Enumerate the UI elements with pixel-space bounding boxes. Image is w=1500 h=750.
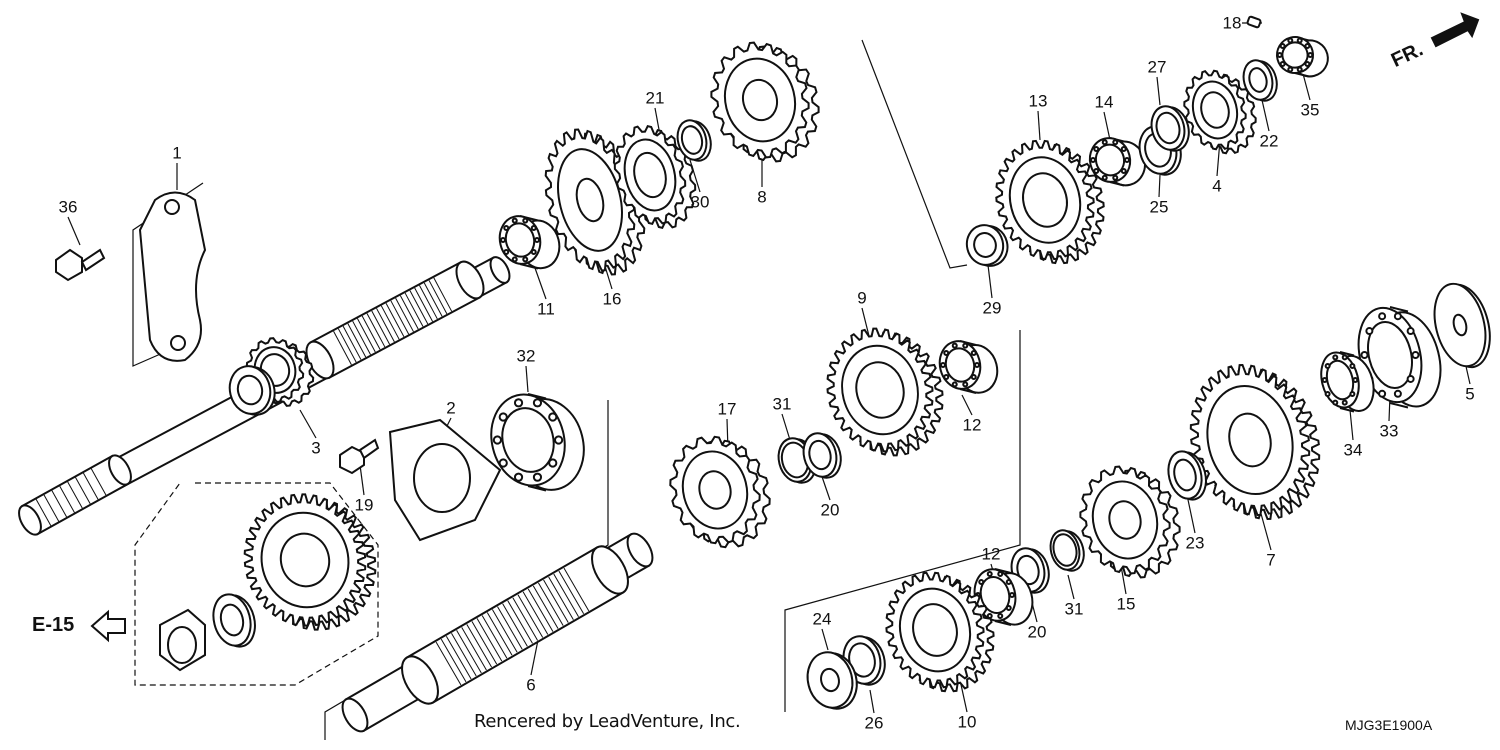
callout-6[interactable]: 6: [526, 675, 536, 695]
bushing-12: [938, 340, 999, 394]
bearing-33: [1357, 306, 1442, 409]
callout-2[interactable]: 2: [446, 398, 456, 418]
callout-15[interactable]: 15: [1116, 594, 1136, 614]
callout-16[interactable]: 16: [602, 289, 622, 309]
diagram-code: MJG3E1900A: [1345, 717, 1433, 733]
callout-36[interactable]: 36: [58, 197, 78, 217]
callout-11[interactable]: 11: [537, 299, 555, 319]
lock-washer-27: [1150, 105, 1190, 152]
mainshaft-spline-section: [305, 260, 485, 380]
washer-e15: [212, 593, 256, 648]
reference-e15-label[interactable]: E-15: [32, 614, 75, 636]
callout-17[interactable]: 17: [717, 399, 737, 419]
callout-4[interactable]: 4: [1212, 176, 1222, 196]
callout-18[interactable]: 18: [1222, 13, 1242, 33]
callout-3[interactable]: 3: [311, 438, 321, 458]
callout-12a[interactable]: 12: [962, 415, 982, 435]
callout-33[interactable]: 33: [1379, 421, 1399, 441]
gear-13: [995, 139, 1105, 265]
gear-8: [710, 41, 820, 163]
callout-26[interactable]: 26: [864, 713, 884, 733]
gear-10: [885, 571, 995, 693]
bolt-36: [55, 248, 106, 282]
bolt-19: [339, 438, 380, 475]
bearing-11: [498, 215, 561, 270]
callout-24[interactable]: 24: [812, 609, 832, 629]
callout-8[interactable]: 8: [757, 187, 767, 207]
gear-9: [826, 327, 944, 457]
lock-nut: [159, 608, 206, 672]
bearing-set-plate-2: [388, 418, 502, 542]
primary-driven-gear: [243, 493, 377, 631]
callout-31a[interactable]: 31: [772, 394, 792, 414]
callout-31b[interactable]: 31: [1064, 599, 1084, 619]
washer-29: [965, 224, 1009, 267]
lock-washer-24: [806, 651, 858, 710]
washer-20: [802, 432, 842, 479]
callout-13[interactable]: 13: [1028, 91, 1048, 111]
gear-21: [613, 125, 697, 229]
callout-21[interactable]: 21: [645, 88, 665, 108]
bearing-32: [490, 393, 585, 492]
callout-20a[interactable]: 20: [820, 500, 840, 520]
callout-29[interactable]: 29: [982, 298, 1002, 318]
dowel-18: [1246, 15, 1262, 29]
gear-17: [669, 435, 771, 549]
bushing-14: [1088, 137, 1146, 187]
callout-9[interactable]: 9: [857, 288, 867, 308]
callout-27[interactable]: 27: [1147, 57, 1167, 77]
front-direction-arrow: [1430, 12, 1480, 48]
callout-23[interactable]: 23: [1185, 533, 1205, 553]
callout-5[interactable]: 5: [1465, 384, 1475, 404]
bearing-35: [1276, 36, 1329, 78]
bushing-34: [1320, 351, 1375, 413]
washer-5: [1433, 282, 1491, 369]
mainshaft-end-spline: [18, 454, 132, 536]
callout-30[interactable]: 30: [690, 192, 710, 212]
washer-23: [1167, 450, 1207, 501]
callout-34[interactable]: 34: [1343, 440, 1363, 460]
gear-15: [1079, 465, 1181, 579]
reference-arrow: [90, 609, 126, 643]
callout-19[interactable]: 19: [354, 495, 374, 515]
callout-20b[interactable]: 20: [1027, 622, 1047, 642]
callout-1[interactable]: 1: [172, 143, 182, 163]
gear-7: [1189, 363, 1321, 521]
callout-35[interactable]: 35: [1300, 100, 1320, 120]
credit-text: Rencered by LeadVenture, Inc.: [474, 711, 741, 732]
gear-4: [1183, 69, 1257, 155]
washer-30: [676, 119, 712, 162]
callout-14[interactable]: 14: [1094, 92, 1114, 112]
washer-22: [1242, 59, 1278, 102]
circlip-31b: [1049, 529, 1085, 572]
callout-32[interactable]: 32: [516, 346, 536, 366]
callout-7[interactable]: 7: [1266, 550, 1276, 570]
callout-25[interactable]: 25: [1149, 197, 1169, 217]
countershaft-spline: [401, 545, 629, 705]
callout-12b[interactable]: 12: [981, 544, 1001, 564]
mainshaft-collar: [228, 365, 276, 416]
callout-10[interactable]: 10: [957, 712, 977, 732]
callout-22[interactable]: 22: [1259, 131, 1279, 151]
bearing-set-plate-1: [138, 191, 207, 362]
